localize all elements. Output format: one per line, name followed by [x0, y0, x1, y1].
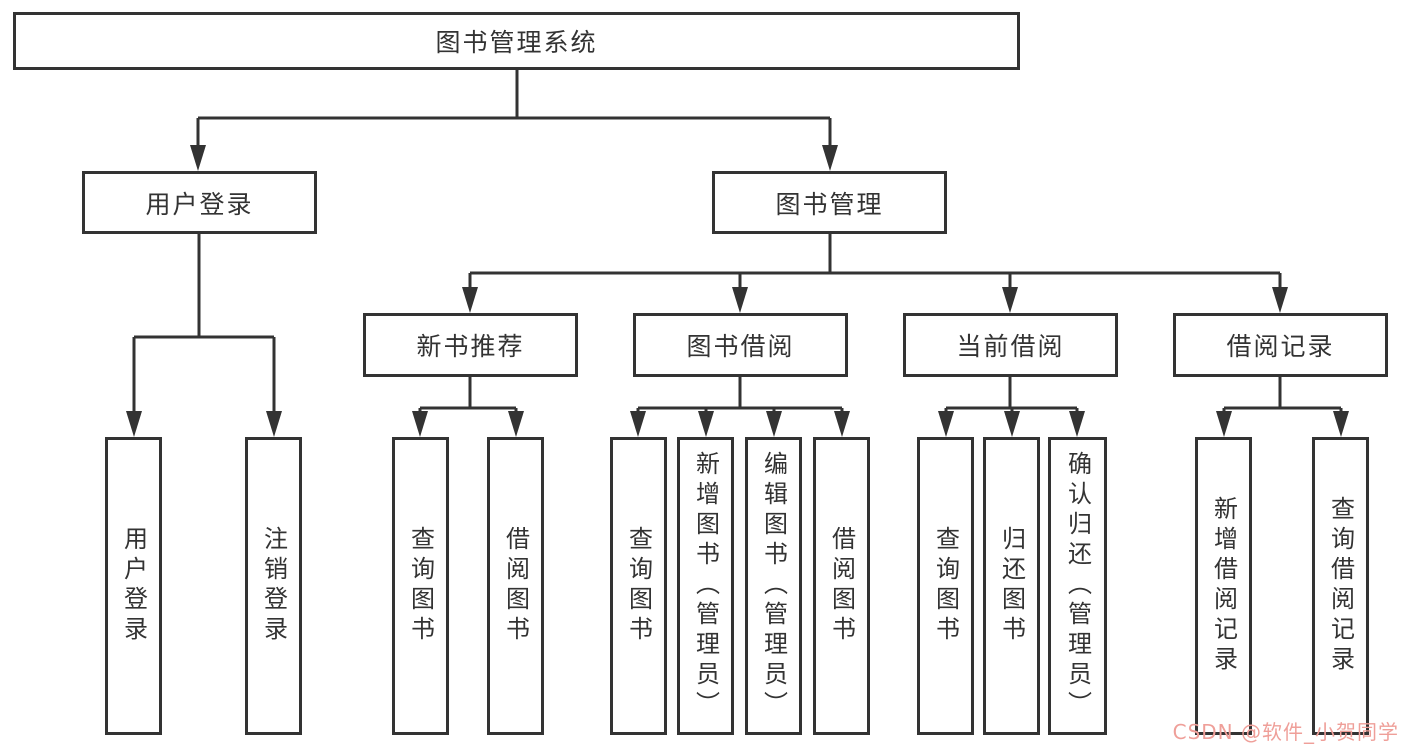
watermark: CSDN @软件_小贺同学	[1172, 720, 1399, 744]
arrowhead-icons	[126, 145, 1349, 437]
node-user-login: 用户登录	[82, 171, 317, 234]
leaf-user-login: 用户登录	[105, 437, 162, 735]
leaf-logout: 注销登录	[245, 437, 302, 735]
leaf-edit-book-admin: 编辑图书（管理员）	[745, 437, 802, 735]
node-book-management: 图书管理	[712, 171, 947, 234]
node-new-book-recommend: 新书推荐	[363, 313, 578, 377]
leaf-add-book-admin: 新增图书（管理员）	[677, 437, 734, 735]
leaf-add-borrow-record: 新增借阅记录	[1195, 437, 1252, 735]
node-borrow-records: 借阅记录	[1173, 313, 1388, 377]
leaf-return-book: 归还图书	[983, 437, 1040, 735]
leaf-borrow-book-2: 借阅图书	[813, 437, 870, 735]
node-library-management-system: 图书管理系统	[13, 12, 1020, 70]
leaf-borrow-book: 借阅图书	[487, 437, 544, 735]
leaf-confirm-return-admin: 确认归还（管理员）	[1048, 437, 1107, 735]
leaf-query-borrow-record: 查询借阅记录	[1312, 437, 1369, 735]
node-current-borrow: 当前借阅	[903, 313, 1118, 377]
leaf-query-book-3: 查询图书	[917, 437, 974, 735]
leaf-query-book: 查询图书	[392, 437, 449, 735]
node-book-borrow: 图书借阅	[633, 313, 848, 377]
leaf-query-book-2: 查询图书	[610, 437, 667, 735]
